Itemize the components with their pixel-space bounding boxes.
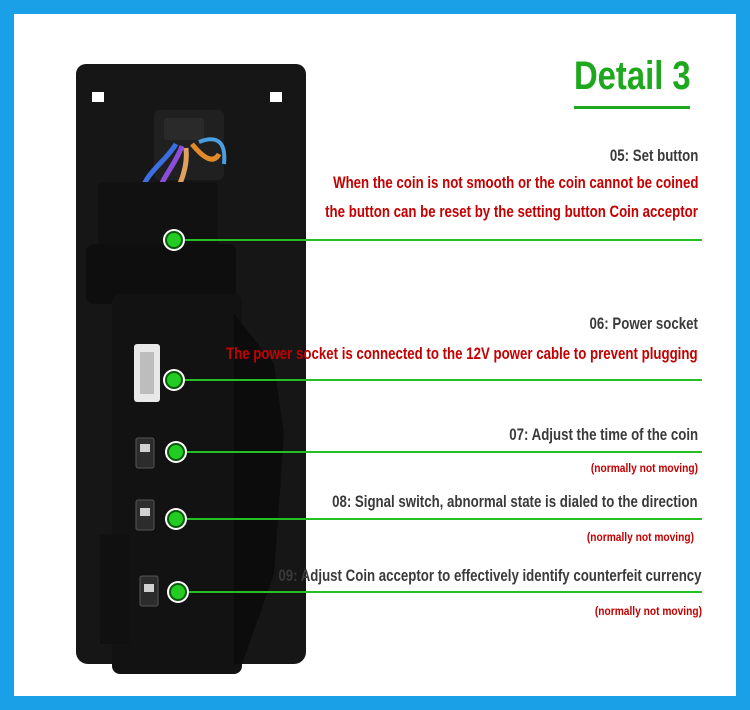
callout-07-marker <box>167 443 185 461</box>
callout-09-heading: 09: Adjust Coin acceptor to effectively … <box>278 566 702 585</box>
callout-09-line <box>176 591 702 593</box>
callout-09-note: (normally not moving) <box>594 604 702 618</box>
callout-05-line <box>172 239 702 241</box>
callout-05-line-2: the button can be reset by the setting b… <box>325 202 698 221</box>
callout-08-marker <box>167 510 185 528</box>
callout-05-marker <box>165 231 183 249</box>
callout-05-line-1: When the coin is not smooth or the coin … <box>332 173 698 192</box>
callout-07-line <box>174 451 702 453</box>
callout-06-line <box>172 379 702 381</box>
callout-08-line <box>174 518 702 520</box>
callout-08-note: (normally not moving) <box>586 530 694 544</box>
callout-07-heading: 07: Adjust the time of the coin <box>509 425 698 444</box>
callout-06-line-1: The power socket is connected to the 12V… <box>226 344 698 363</box>
callout-05-heading: 05: Set button <box>609 146 698 165</box>
photo-frame: Detail 3 05: Set button When the coin is… <box>14 14 736 696</box>
coin-acceptor-illustration <box>76 64 306 674</box>
title-underline <box>574 106 690 109</box>
callout-06-heading: 06: Power socket <box>589 314 698 333</box>
callout-06-marker <box>165 371 183 389</box>
callout-09-marker <box>169 583 187 601</box>
page-title: Detail 3 <box>574 54 691 98</box>
callout-07-note: (normally not moving) <box>590 461 698 475</box>
callout-08-heading: 08: Signal switch, abnormal state is dia… <box>332 492 698 511</box>
